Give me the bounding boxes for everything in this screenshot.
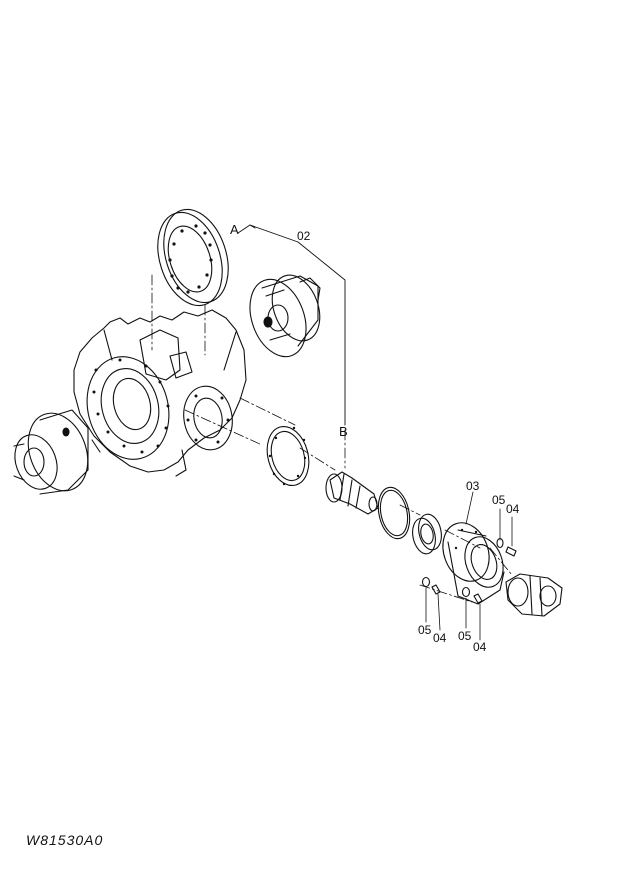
differential-case xyxy=(249,274,321,358)
drawing-id: W81530A0 xyxy=(26,832,104,848)
callout-04-bottom-right: 04 xyxy=(473,640,487,654)
center-lines xyxy=(151,274,513,603)
leader-lines-02 xyxy=(237,224,346,426)
pinion-shaft xyxy=(325,471,379,515)
callout-leaders xyxy=(425,491,513,641)
callout-05-bottom-right: 05 xyxy=(458,629,472,643)
callout-03: 03 xyxy=(466,479,480,493)
ring-gear-plate xyxy=(157,208,229,307)
callout-05-bottom-left: 05 xyxy=(418,623,432,637)
axle-housing xyxy=(73,309,247,477)
companion-flange xyxy=(505,573,563,617)
callout-04-top: 04 xyxy=(506,502,520,516)
o-ring xyxy=(377,486,411,540)
callout-05-top: 05 xyxy=(492,493,506,507)
callout-04-bottom-left: 04 xyxy=(433,631,447,645)
bearing xyxy=(412,513,442,555)
callout-02: 02 xyxy=(297,229,311,243)
ref-mark-b: B xyxy=(339,424,348,439)
left-hub-assembly xyxy=(13,409,89,495)
carrier-cover-03 xyxy=(442,522,505,605)
ref-mark-a: A xyxy=(230,222,239,237)
gasket xyxy=(266,426,310,486)
